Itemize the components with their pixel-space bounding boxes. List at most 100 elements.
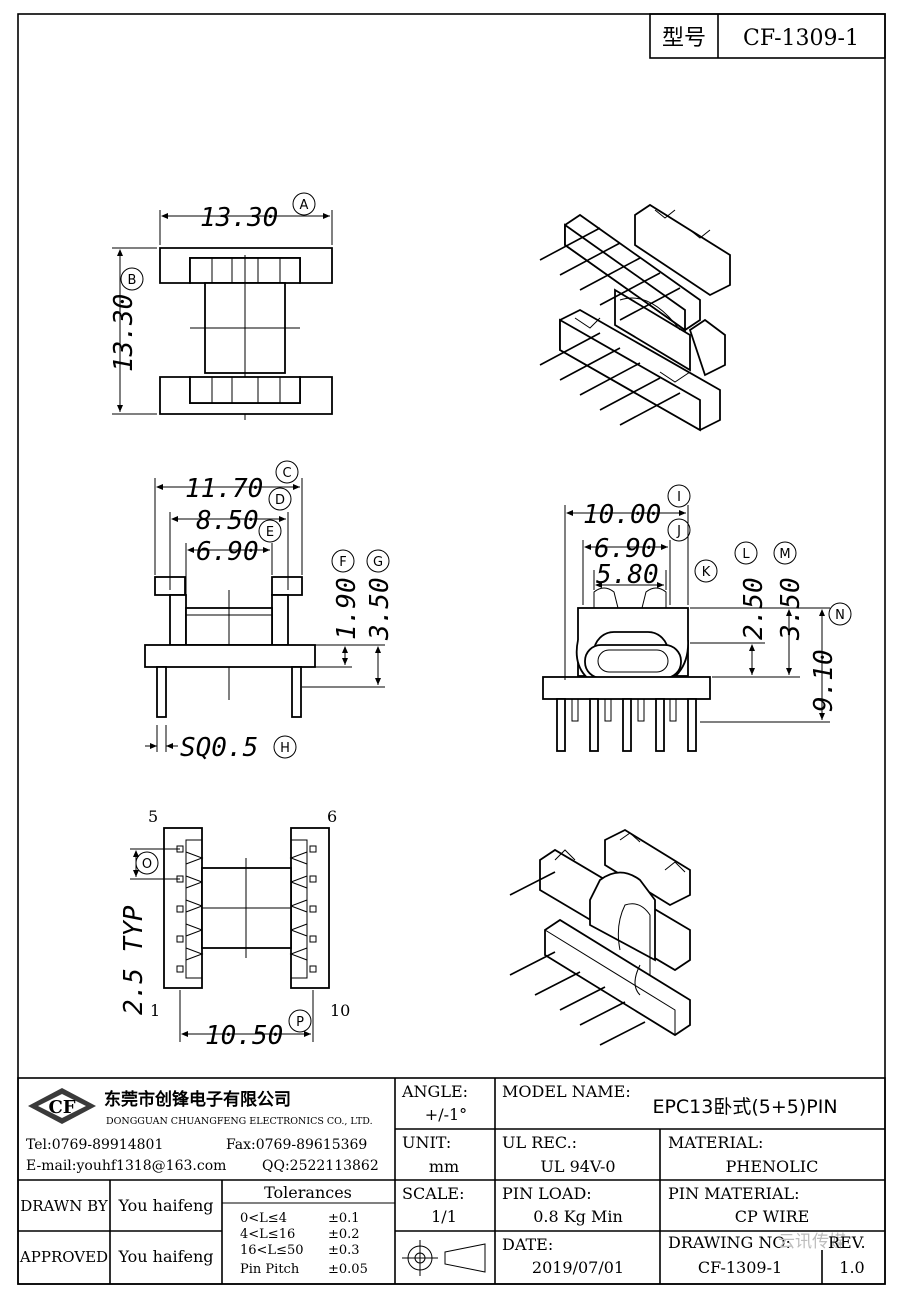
watermark: 云讯传媒: [778, 1232, 846, 1252]
isometric-view-top: [539, 203, 731, 432]
svg-text:N: N: [835, 608, 845, 623]
tolerance-range-4: Pin Pitch: [240, 1262, 300, 1277]
model-name-label: MODEL NAME:: [502, 1082, 631, 1101]
header-box: 型号 CF-1309-1: [649, 13, 886, 59]
material-label: MATERIAL:: [668, 1133, 763, 1152]
angle-label: ANGLE:: [401, 1082, 468, 1101]
svg-text:I: I: [677, 490, 681, 505]
title-block: CF 东莞市创锋电子有限公司 DONGGUAN CHUANGFENG ELECT…: [17, 1077, 886, 1285]
callout-n: N: [828, 602, 852, 626]
svg-text:O: O: [142, 857, 152, 872]
dim-o-value: 2.5 TYP: [119, 905, 149, 1015]
dim-c-value: 11.70: [185, 474, 263, 504]
svg-text:D: D: [275, 493, 285, 508]
approved-value: You haifeng: [117, 1247, 213, 1266]
drawn-by-value: You haifeng: [117, 1196, 213, 1215]
dim-m-value: 3.50: [776, 577, 806, 641]
svg-text:H: H: [280, 741, 290, 756]
dim-p-value: 10.50: [205, 1021, 283, 1051]
pin-label-5: 5: [148, 807, 158, 826]
svg-text:P: P: [296, 1015, 304, 1030]
tolerance-value-2: ±0.2: [328, 1227, 360, 1242]
pin-material-label: PIN MATERIAL:: [668, 1184, 800, 1203]
tolerance-range-2: 4<L≤16: [240, 1227, 295, 1242]
svg-text:CF: CF: [48, 1097, 75, 1118]
isometric-view-bottom: [509, 828, 691, 1046]
bottom-view: 5 6 1 10 2.5 TYP 10.50: [119, 807, 350, 1051]
front-view: 11.70 8.50 6.90 1.90 3.50 SQ0.5: [144, 474, 395, 763]
svg-text:A: A: [300, 198, 309, 213]
callout-p: P: [288, 1009, 312, 1033]
company-name-cn: 东莞市创锋电子有限公司: [104, 1089, 291, 1110]
qq: QQ:2522113862: [262, 1158, 379, 1174]
svg-text:K: K: [702, 565, 711, 580]
dim-e-value: 6.90: [196, 537, 259, 567]
callout-e: E: [258, 519, 282, 543]
unit-value: mm: [429, 1157, 459, 1176]
callout-b: B: [120, 267, 144, 291]
callout-d: D: [268, 487, 292, 511]
callouts: A B C D E F G H I J K L M N O P: [120, 192, 852, 1033]
approved-label: APPROVED: [19, 1248, 108, 1266]
dim-i-value: 10.00: [583, 500, 661, 530]
callout-k: K: [694, 559, 718, 583]
tolerance-range-3: 16<L≤50: [240, 1243, 304, 1258]
side-view: 10.00 6.90 5.80 2.50 3.50 9.10: [542, 500, 839, 752]
tolerance-range-1: 0<L≤4: [240, 1211, 287, 1226]
svg-text:B: B: [128, 273, 137, 288]
callout-m: M: [773, 541, 797, 565]
type-label: 型号: [662, 26, 706, 51]
svg-text:J: J: [676, 524, 681, 539]
unit-label: UNIT:: [402, 1133, 451, 1152]
callout-h: H: [273, 735, 297, 759]
date-label: DATE:: [502, 1235, 553, 1254]
svg-text:G: G: [373, 555, 383, 570]
email: E-mail:youhf1318@163.com: [26, 1158, 226, 1174]
scale-value: 1/1: [431, 1207, 457, 1226]
callout-a: A: [292, 192, 316, 216]
ul-rec-value: UL 94V-0: [540, 1157, 615, 1176]
dim-a-value: 13.30: [200, 203, 278, 233]
pin-label-10: 10: [330, 1001, 350, 1020]
tel: Tel:0769-89914801: [26, 1137, 163, 1153]
scale-label: SCALE:: [402, 1184, 464, 1203]
dim-d-value: 8.50: [196, 506, 259, 536]
angle-value: +/-1°: [425, 1105, 467, 1124]
dim-j-value: 6.90: [594, 534, 657, 564]
dim-g-value: 3.50: [365, 577, 395, 641]
callout-f: F: [331, 549, 355, 573]
pin-label-1: 1: [150, 1001, 160, 1020]
callout-g: G: [366, 549, 390, 573]
pin-load-label: PIN LOAD:: [502, 1184, 592, 1203]
top-view: 13.30 13.30: [109, 203, 333, 420]
drawn-by-label: DRAWN BY: [20, 1197, 109, 1215]
dim-b-value: 13.30: [109, 294, 139, 372]
dim-l-value: 2.50: [739, 577, 769, 640]
date-value: 2019/07/01: [532, 1258, 624, 1277]
dim-h-value: SQ0.5: [180, 733, 258, 763]
pin-material-value: CP WIRE: [735, 1207, 810, 1226]
pin-load-value: 0.8 Kg Min: [533, 1207, 623, 1226]
pin-label-6: 6: [327, 807, 337, 826]
tolerances-title: Tolerances: [264, 1183, 352, 1202]
ul-rec-label: UL REC.:: [502, 1133, 577, 1152]
drawing-no-value: CF-1309-1: [698, 1258, 782, 1277]
callout-o: O: [135, 851, 159, 875]
dim-k-value: 5.80: [596, 560, 659, 590]
company-logo: CF: [28, 1088, 96, 1124]
fax: Fax:0769-89615369: [226, 1137, 367, 1153]
dim-n-value: 9.10: [809, 649, 839, 712]
svg-text:L: L: [742, 547, 750, 562]
callout-j: J: [667, 518, 691, 542]
tolerance-value-4: ±0.05: [328, 1262, 368, 1277]
rev-value: 1.0: [839, 1258, 864, 1277]
material-value: PHENOLIC: [726, 1157, 819, 1176]
projection-symbol-icon: [402, 1240, 486, 1276]
callout-c: C: [275, 460, 299, 484]
callout-l: L: [734, 541, 758, 565]
dim-f-value: 1.90: [332, 577, 362, 640]
svg-text:F: F: [339, 555, 346, 570]
model-name-value: EPC13卧式(5+5)PIN: [652, 1096, 837, 1118]
callout-i: I: [667, 484, 691, 508]
